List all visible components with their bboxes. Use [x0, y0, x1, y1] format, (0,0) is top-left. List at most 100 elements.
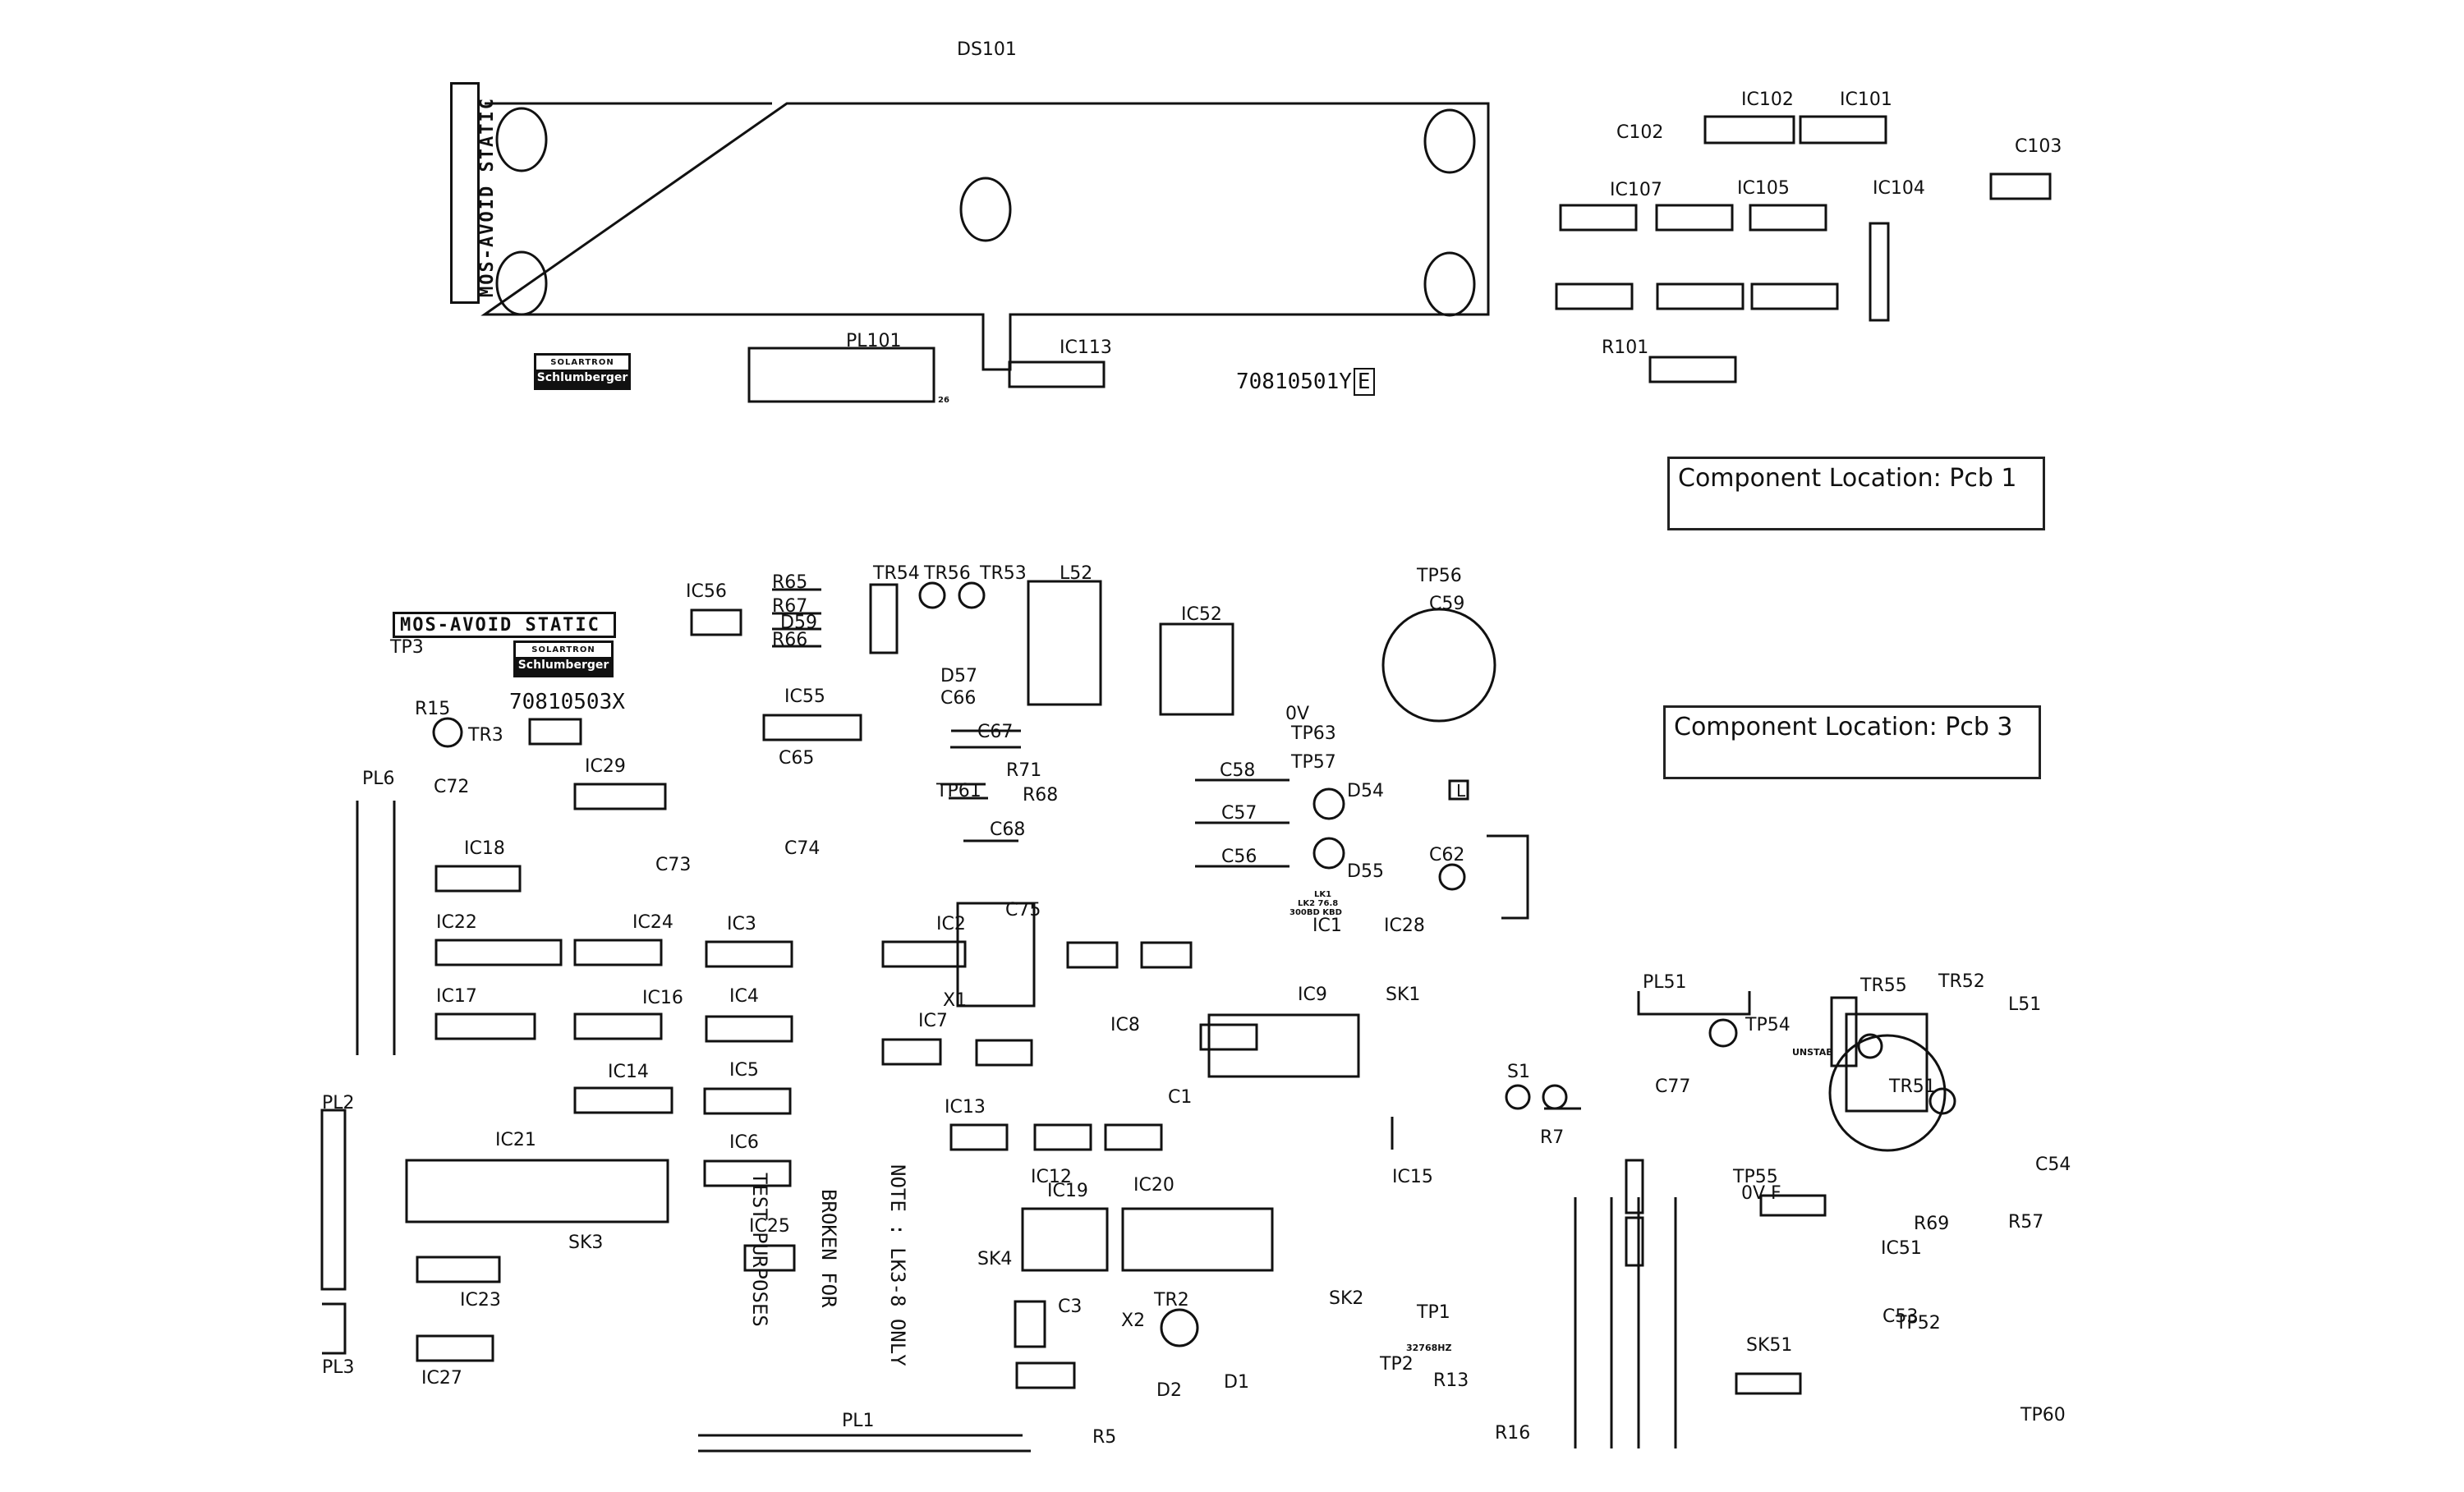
ic7-label: IC7 — [918, 1011, 948, 1031]
ic16-label: IC16 — [642, 988, 683, 1008]
pl51-label: PL51 — [1643, 972, 1687, 993]
0v-label: 0V — [1285, 704, 1309, 724]
tp2-label: TP2 — [1379, 1354, 1414, 1375]
ds101-label: DS101 — [957, 39, 1017, 60]
ic26-outline — [1015, 1361, 1076, 1389]
ic20-label: IC20 — [1133, 1175, 1175, 1196]
caption-pcb3-text: Component Location: Pcb 3 — [1674, 713, 2013, 741]
tp1-label: TP1 — [1416, 1302, 1450, 1323]
l51-outline — [1845, 1012, 1928, 1113]
c58-label: C58 — [1220, 760, 1255, 781]
ic16-outline — [573, 1012, 663, 1040]
ic12-label: IC12 — [1031, 1167, 1072, 1187]
pcb3-part-number-text: 70810503X — [509, 690, 625, 714]
ic17-label: IC17 — [436, 986, 477, 1007]
d1-label: D1 — [1224, 1372, 1249, 1393]
ic107-label: IC107 — [1610, 180, 1662, 200]
pcb1-logo: SOLARTRON Schlumberger — [534, 353, 631, 390]
d55-label: D55 — [1347, 861, 1384, 882]
0vf-label: 0V F — [1741, 1183, 1781, 1204]
ic29-label: IC29 — [585, 756, 626, 777]
s1-switch — [1505, 1084, 1531, 1110]
ic56-label: IC56 — [686, 581, 727, 602]
baud-label: 300BD KBD — [1289, 908, 1342, 917]
c59-capacitor — [1381, 608, 1496, 723]
ic-large-outline — [1207, 1013, 1360, 1078]
tr53-transistor — [958, 581, 986, 609]
r15-label: R15 — [415, 699, 450, 719]
d2-label: D2 — [1156, 1380, 1182, 1401]
ic28-outline — [1140, 941, 1193, 969]
sk3-label: SK3 — [568, 1233, 603, 1253]
d51-led — [1708, 1018, 1738, 1048]
tr3-label: TR3 — [467, 725, 503, 746]
c76-label: C1 — [1168, 1087, 1192, 1108]
ic19-outline — [1021, 1207, 1109, 1272]
tr2-label: TR2 — [1153, 1290, 1189, 1311]
l51-label: L51 — [2008, 994, 2041, 1015]
c103-label: C103 — [2015, 136, 2062, 157]
x2-label: X2 — [1121, 1311, 1145, 1331]
x1-label: X1 — [943, 990, 967, 1011]
pl6-label: PL6 — [362, 769, 395, 789]
caption-pcb1-text: Component Location: Pcb 1 — [1678, 464, 2017, 493]
ic25-outline — [743, 1244, 796, 1272]
r16-label: R16 — [1495, 1423, 1530, 1444]
c65-label: C65 — [779, 748, 814, 769]
tr54-outline — [869, 583, 899, 654]
sk51-outline — [1735, 1372, 1802, 1395]
c68-label: C68 — [990, 819, 1025, 840]
ic12-outline — [1033, 1123, 1092, 1151]
s1-label: S1 — [1507, 1062, 1530, 1082]
ds101-outline — [480, 102, 1490, 371]
sk51-label: SK51 — [1746, 1335, 1792, 1356]
pl2-keyboard-connector — [320, 1109, 347, 1291]
ic106-outline — [1989, 172, 2052, 200]
caption-pcb1: Component Location: Pcb 1 — [1667, 457, 2045, 530]
ic3-outline — [705, 940, 793, 968]
c55-label: C54 — [2035, 1155, 2071, 1175]
tr54-label: TR54 — [872, 563, 920, 584]
pcb3-outlines — [320, 580, 1956, 1453]
ic9-label: IC9 — [1298, 985, 1327, 1005]
ic6-label: IC6 — [729, 1132, 759, 1153]
ic8-label: IC8 — [1110, 1015, 1140, 1035]
c62-capacitor — [1438, 863, 1466, 891]
ic52-outline — [1159, 622, 1234, 716]
r13-label: R13 — [1433, 1370, 1469, 1391]
ic23-label: IC23 — [460, 1290, 501, 1311]
ic52-label: IC52 — [1181, 604, 1222, 625]
pl101-pin-end: 26 — [938, 396, 949, 405]
tr51-transistor — [1928, 1087, 1956, 1115]
ic4-label: IC4 — [729, 986, 759, 1007]
tr52-outline — [1830, 996, 1858, 1067]
r71-label: R71 — [1006, 760, 1041, 781]
ic112-outline — [1656, 282, 1745, 310]
c53-label: C53 — [1882, 1306, 1918, 1327]
pcb1-logo-schlumberger: Schlumberger — [536, 370, 628, 388]
pl3-autocal-connector — [322, 1302, 347, 1355]
tr51-label: TR51 — [1888, 1077, 1936, 1097]
c75-label: C75 — [1005, 900, 1041, 920]
pcb3-logo-solartron: SOLARTRON — [516, 643, 611, 657]
ic56-outline — [690, 608, 742, 636]
c66-label: C66 — [940, 688, 976, 709]
ic24-label: IC24 — [632, 912, 673, 933]
l52-outline — [1027, 580, 1102, 706]
pl1-label: PL1 — [842, 1411, 875, 1431]
c73-label: C73 — [655, 855, 691, 875]
ic28-label: IC28 — [1384, 916, 1425, 936]
lk1-label: LK1 — [1314, 890, 1331, 899]
ic104-label: IC104 — [1873, 178, 1925, 199]
ic51-label: IC51 — [1881, 1238, 1922, 1259]
ic4-outline — [705, 1015, 793, 1043]
ic21-outline — [405, 1159, 669, 1223]
pcb3-part-number: 70810503X — [509, 690, 625, 714]
d55-led — [1312, 837, 1345, 870]
ic55-label: IC55 — [784, 686, 825, 707]
ic1-outline — [1066, 941, 1119, 969]
tp3-label: TP3 — [389, 637, 424, 658]
pl52-connector — [1487, 834, 1529, 920]
lk2-label: LK2 76.8 — [1298, 899, 1338, 908]
